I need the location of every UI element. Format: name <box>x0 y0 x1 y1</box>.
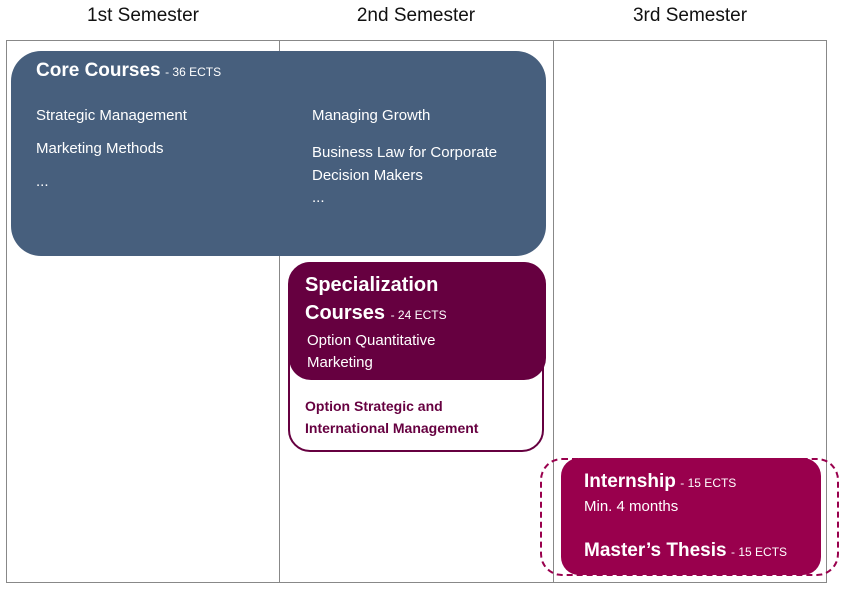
specialization-box: Specialization Courses - 24 ECTS Option … <box>289 262 546 380</box>
thesis-ects: - 15 ECTS <box>731 545 788 559</box>
internship-ects: - 15 ECTS <box>680 476 737 490</box>
option-quantitative: Option Quantitative Marketing <box>307 332 436 371</box>
header-semester-3: 3rd Semester <box>632 5 748 26</box>
spec-title: Specialization Courses - 24 ECTS <box>305 271 447 329</box>
course-item: ... <box>312 189 325 206</box>
internship-title-text: Internship <box>584 471 676 492</box>
internship-box: Internship - 15 ECTS Min. 4 months Maste… <box>561 458 821 575</box>
spec-title-line2: Courses <box>305 302 386 324</box>
header-semester-2: 2nd Semester <box>356 5 476 26</box>
course-item: Strategic Management <box>36 107 187 124</box>
course-item: Managing Growth <box>312 107 431 124</box>
internship-title: Internship - 15 ECTS <box>584 471 736 493</box>
divider <box>279 40 280 583</box>
core-ects: - 36 ECTS <box>165 65 222 79</box>
semester-grid <box>6 40 827 583</box>
course-item: Business Law for Corporate Decision Make… <box>312 144 498 184</box>
core-courses-box: Core Courses - 36 ECTS Strategic Managem… <box>11 51 546 256</box>
course-item: Marketing Methods <box>36 140 164 157</box>
core-title-text: Core Courses <box>36 60 161 81</box>
course-item: ... <box>36 173 49 190</box>
spec-title-line1: Specialization <box>305 274 439 296</box>
divider <box>553 40 554 583</box>
thesis-title: Master’s Thesis - 15 ECTS <box>584 540 787 562</box>
spec-ects: - 24 ECTS <box>390 308 447 322</box>
core-title: Core Courses - 36 ECTS <box>36 60 221 82</box>
internship-duration: Min. 4 months <box>584 498 679 515</box>
thesis-title-text: Master’s Thesis <box>584 540 727 561</box>
header-semester-1: 1st Semester <box>87 5 199 26</box>
option-strategic: Option Strategic and International Manag… <box>305 398 479 436</box>
